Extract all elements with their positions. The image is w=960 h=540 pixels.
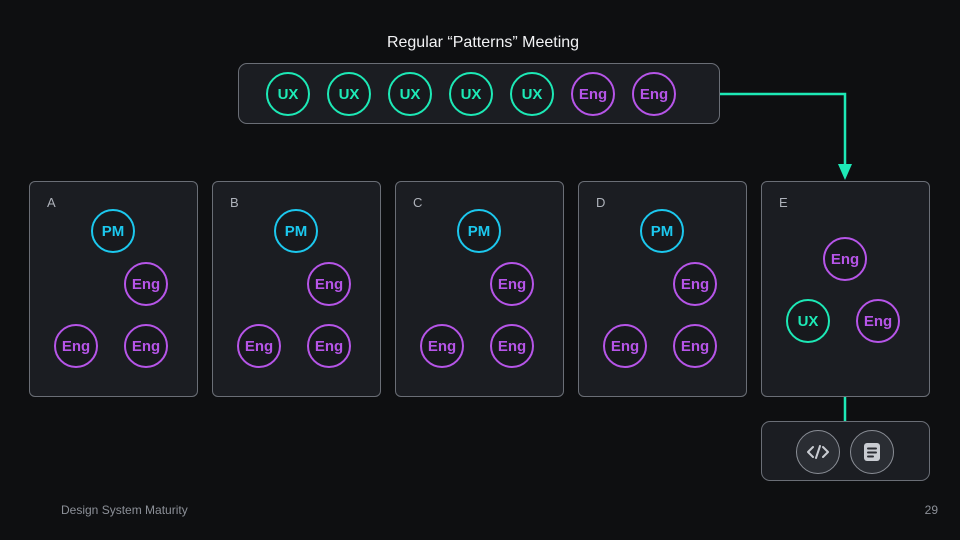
team-label: D xyxy=(596,195,606,210)
team-member-eng: Eng xyxy=(307,262,351,306)
team-d-box: D PM Eng Eng Eng xyxy=(578,181,747,397)
team-member-eng: Eng xyxy=(237,324,281,368)
document-icon xyxy=(864,443,880,461)
code-tool xyxy=(796,430,840,474)
team-member-eng: Eng xyxy=(307,324,351,368)
team-member-eng: Eng xyxy=(490,324,534,368)
diagram-title: Regular “Patterns” Meeting xyxy=(386,34,580,51)
meeting-member-eng: Eng xyxy=(571,72,615,116)
tools-box xyxy=(761,421,930,481)
meeting-member-eng: Eng xyxy=(632,72,676,116)
meeting-member-ux: UX xyxy=(327,72,371,116)
meeting-to-team-e-arrow xyxy=(720,92,847,168)
team-c-box: C PM Eng Eng Eng xyxy=(395,181,564,397)
patterns-meeting-box: UX UX UX UX UX Eng Eng xyxy=(238,63,720,124)
team-member-pm: PM xyxy=(457,209,501,253)
team-label: E xyxy=(779,195,788,210)
meeting-members: UX UX UX UX UX Eng Eng xyxy=(266,72,676,116)
team-member-eng: Eng xyxy=(673,324,717,368)
meeting-member-ux: UX xyxy=(449,72,493,116)
team-member-ux: UX xyxy=(786,299,830,343)
arrowhead-icon xyxy=(838,164,852,180)
team-member-eng: Eng xyxy=(673,262,717,306)
team-member-eng: Eng xyxy=(856,299,900,343)
team-a-box: A PM Eng Eng Eng xyxy=(29,181,198,397)
document-tool xyxy=(850,430,894,474)
team-member-eng: Eng xyxy=(54,324,98,368)
meeting-member-ux: UX xyxy=(266,72,310,116)
team-member-pm: PM xyxy=(91,209,135,253)
team-member-pm: PM xyxy=(640,209,684,253)
team-member-eng: Eng xyxy=(603,324,647,368)
team-label: A xyxy=(47,195,56,210)
team-member-eng: Eng xyxy=(490,262,534,306)
team-e-box: E Eng UX Eng xyxy=(761,181,930,397)
code-icon xyxy=(807,445,829,459)
team-member-eng: Eng xyxy=(823,237,867,281)
team-label: B xyxy=(230,195,239,210)
team-label: C xyxy=(413,195,423,210)
team-b-box: B PM Eng Eng Eng xyxy=(212,181,381,397)
team-member-eng: Eng xyxy=(420,324,464,368)
team-member-eng: Eng xyxy=(124,324,168,368)
team-member-eng: Eng xyxy=(124,262,168,306)
meeting-member-ux: UX xyxy=(510,72,554,116)
team-member-pm: PM xyxy=(274,209,318,253)
meeting-member-ux: UX xyxy=(388,72,432,116)
page-number: 29 xyxy=(924,503,938,517)
footer-title: Design System Maturity xyxy=(61,503,188,517)
